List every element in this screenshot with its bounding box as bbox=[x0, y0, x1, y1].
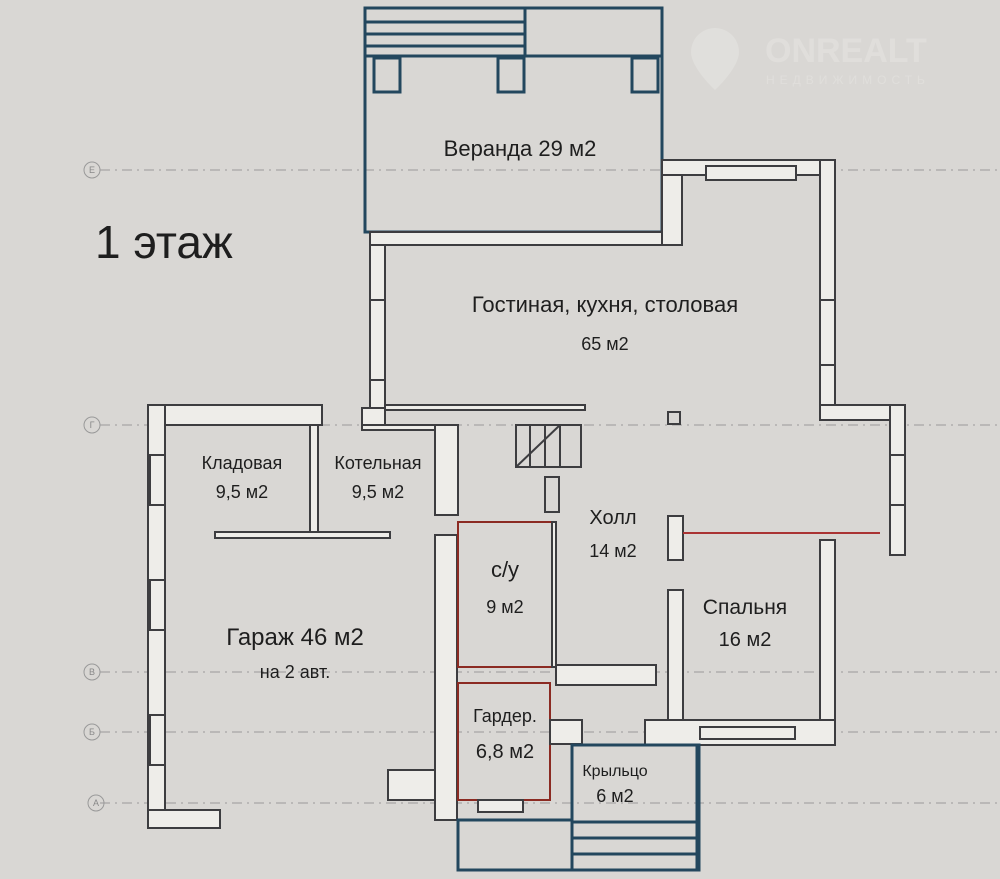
watermark-logo: ONREALT НЕДВИЖИМОСТЬ bbox=[691, 28, 930, 90]
axis-e: Е bbox=[89, 165, 95, 175]
floor-title: 1 этаж bbox=[95, 216, 233, 268]
axis-markers: Е Г В Б А bbox=[83, 161, 105, 812]
bedroom-label: Спальня bbox=[703, 596, 787, 619]
bathroom-label: с/у bbox=[491, 557, 519, 582]
axis-b: Б bbox=[89, 727, 95, 737]
bedroom-area: 16 м2 bbox=[719, 629, 772, 651]
garage-label: Гараж 46 м2 bbox=[226, 624, 364, 651]
walls bbox=[147, 159, 906, 829]
veranda-label: Веранда 29 м2 bbox=[444, 136, 597, 161]
hall-area: 14 м2 bbox=[589, 541, 636, 561]
axis-g: Г bbox=[90, 420, 95, 430]
boiler-room-area: 9,5 м2 bbox=[352, 482, 404, 502]
storage-label: Кладовая bbox=[202, 453, 283, 473]
living-room-area: 65 м2 bbox=[581, 334, 628, 354]
living-room-label: Гостиная, кухня, столовая bbox=[472, 292, 738, 317]
garage-note: на 2 авт. bbox=[260, 662, 330, 682]
porch-label: Крыльцо bbox=[582, 763, 647, 780]
axis-v: В bbox=[89, 667, 95, 677]
watermark-brand: ONREALT bbox=[765, 32, 927, 70]
boiler-room-label: Котельная bbox=[334, 453, 421, 473]
axis-a: А bbox=[93, 798, 99, 808]
veranda bbox=[363, 6, 664, 234]
porch-structure bbox=[456, 743, 701, 872]
watermark-subtitle: НЕДВИЖИМОСТЬ bbox=[766, 73, 930, 87]
porch-area: 6 м2 bbox=[596, 786, 633, 806]
staircase bbox=[515, 424, 582, 513]
storage-area: 9,5 м2 bbox=[216, 482, 268, 502]
wardrobe-area: 6,8 м2 bbox=[476, 741, 534, 763]
hall-label: Холл bbox=[589, 507, 636, 529]
bathroom-area: 9 м2 bbox=[486, 597, 523, 617]
wardrobe-label: Гардер. bbox=[473, 706, 537, 726]
